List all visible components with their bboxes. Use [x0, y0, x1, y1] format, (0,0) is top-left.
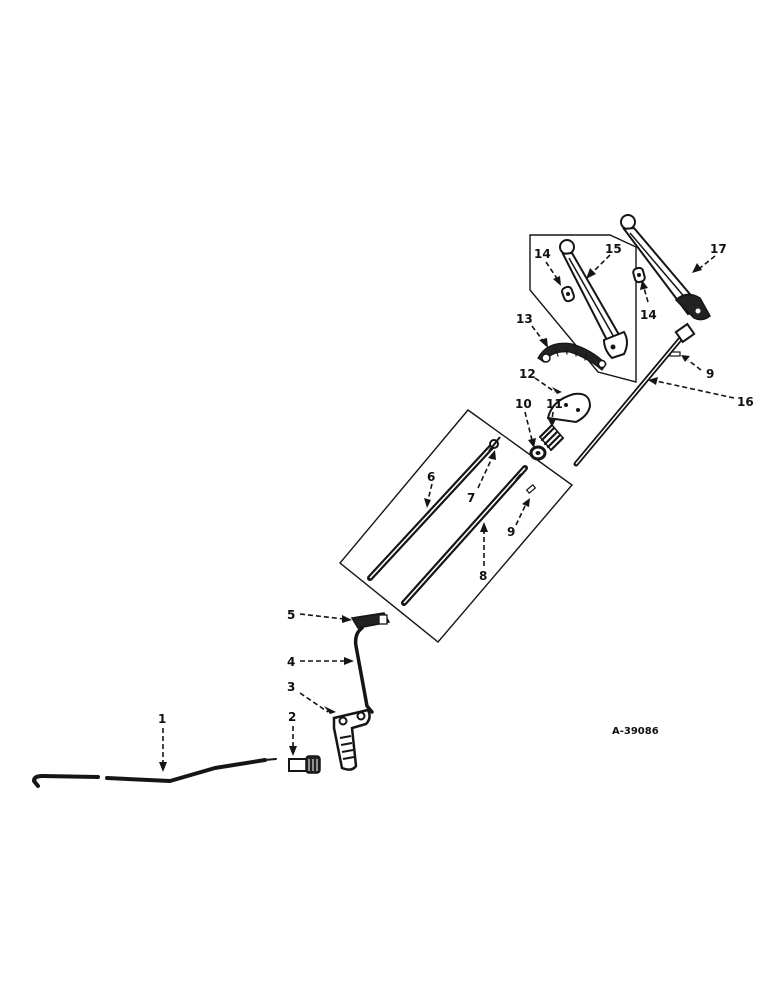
- part-13-quadrant: [537, 342, 607, 371]
- callout-14-left: 14: [534, 247, 551, 261]
- part-8-rod: [401, 465, 528, 606]
- lever-group-box: [529, 234, 637, 383]
- part-16-control-rod: [573, 322, 696, 467]
- callout-8: 8: [479, 569, 487, 583]
- part-12-plate: [546, 392, 592, 424]
- callout-6: 6: [427, 470, 435, 484]
- callout-2: 2: [288, 710, 296, 724]
- part-5-lever-clip: [350, 612, 391, 629]
- callout-10: 10: [515, 397, 532, 411]
- part-1-long-rod: [32, 758, 277, 788]
- part-9-cotter-pin-lower: [525, 484, 537, 494]
- callout-16: 16: [737, 395, 754, 409]
- callout-13: 13: [516, 312, 533, 326]
- callout-17: 17: [710, 242, 727, 256]
- part-7-pin: [488, 436, 501, 452]
- part-4-connecting-rod: [353, 626, 374, 714]
- callout-7: 7: [467, 491, 475, 505]
- callout-4: 4: [287, 655, 295, 669]
- callout-9-upper: 9: [706, 367, 714, 381]
- part-3-bell-crank: [332, 708, 371, 771]
- callout-11: 11: [546, 397, 563, 411]
- callout-5: 5: [287, 608, 295, 622]
- part-15-hand-lever: [559, 239, 628, 360]
- part-11-spring: [538, 423, 565, 452]
- part-14-knob-left: [561, 285, 575, 303]
- drawing-number: A-39086: [612, 726, 659, 737]
- callout-14-right: 14: [640, 308, 657, 322]
- part-6-rod: [367, 439, 499, 581]
- callout-9-lower: 9: [507, 525, 515, 539]
- part-17-hand-lever: [620, 214, 711, 321]
- part-10-washer: [529, 445, 547, 461]
- rod-group-box: [339, 409, 574, 643]
- leader-lines: [159, 254, 735, 772]
- callout-3: 3: [287, 680, 295, 694]
- callout-12: 12: [519, 367, 536, 381]
- part-2-pin: [288, 755, 321, 774]
- callout-15: 15: [605, 242, 622, 256]
- part-14-knob-right: [632, 266, 646, 284]
- callout-1: 1: [158, 712, 166, 726]
